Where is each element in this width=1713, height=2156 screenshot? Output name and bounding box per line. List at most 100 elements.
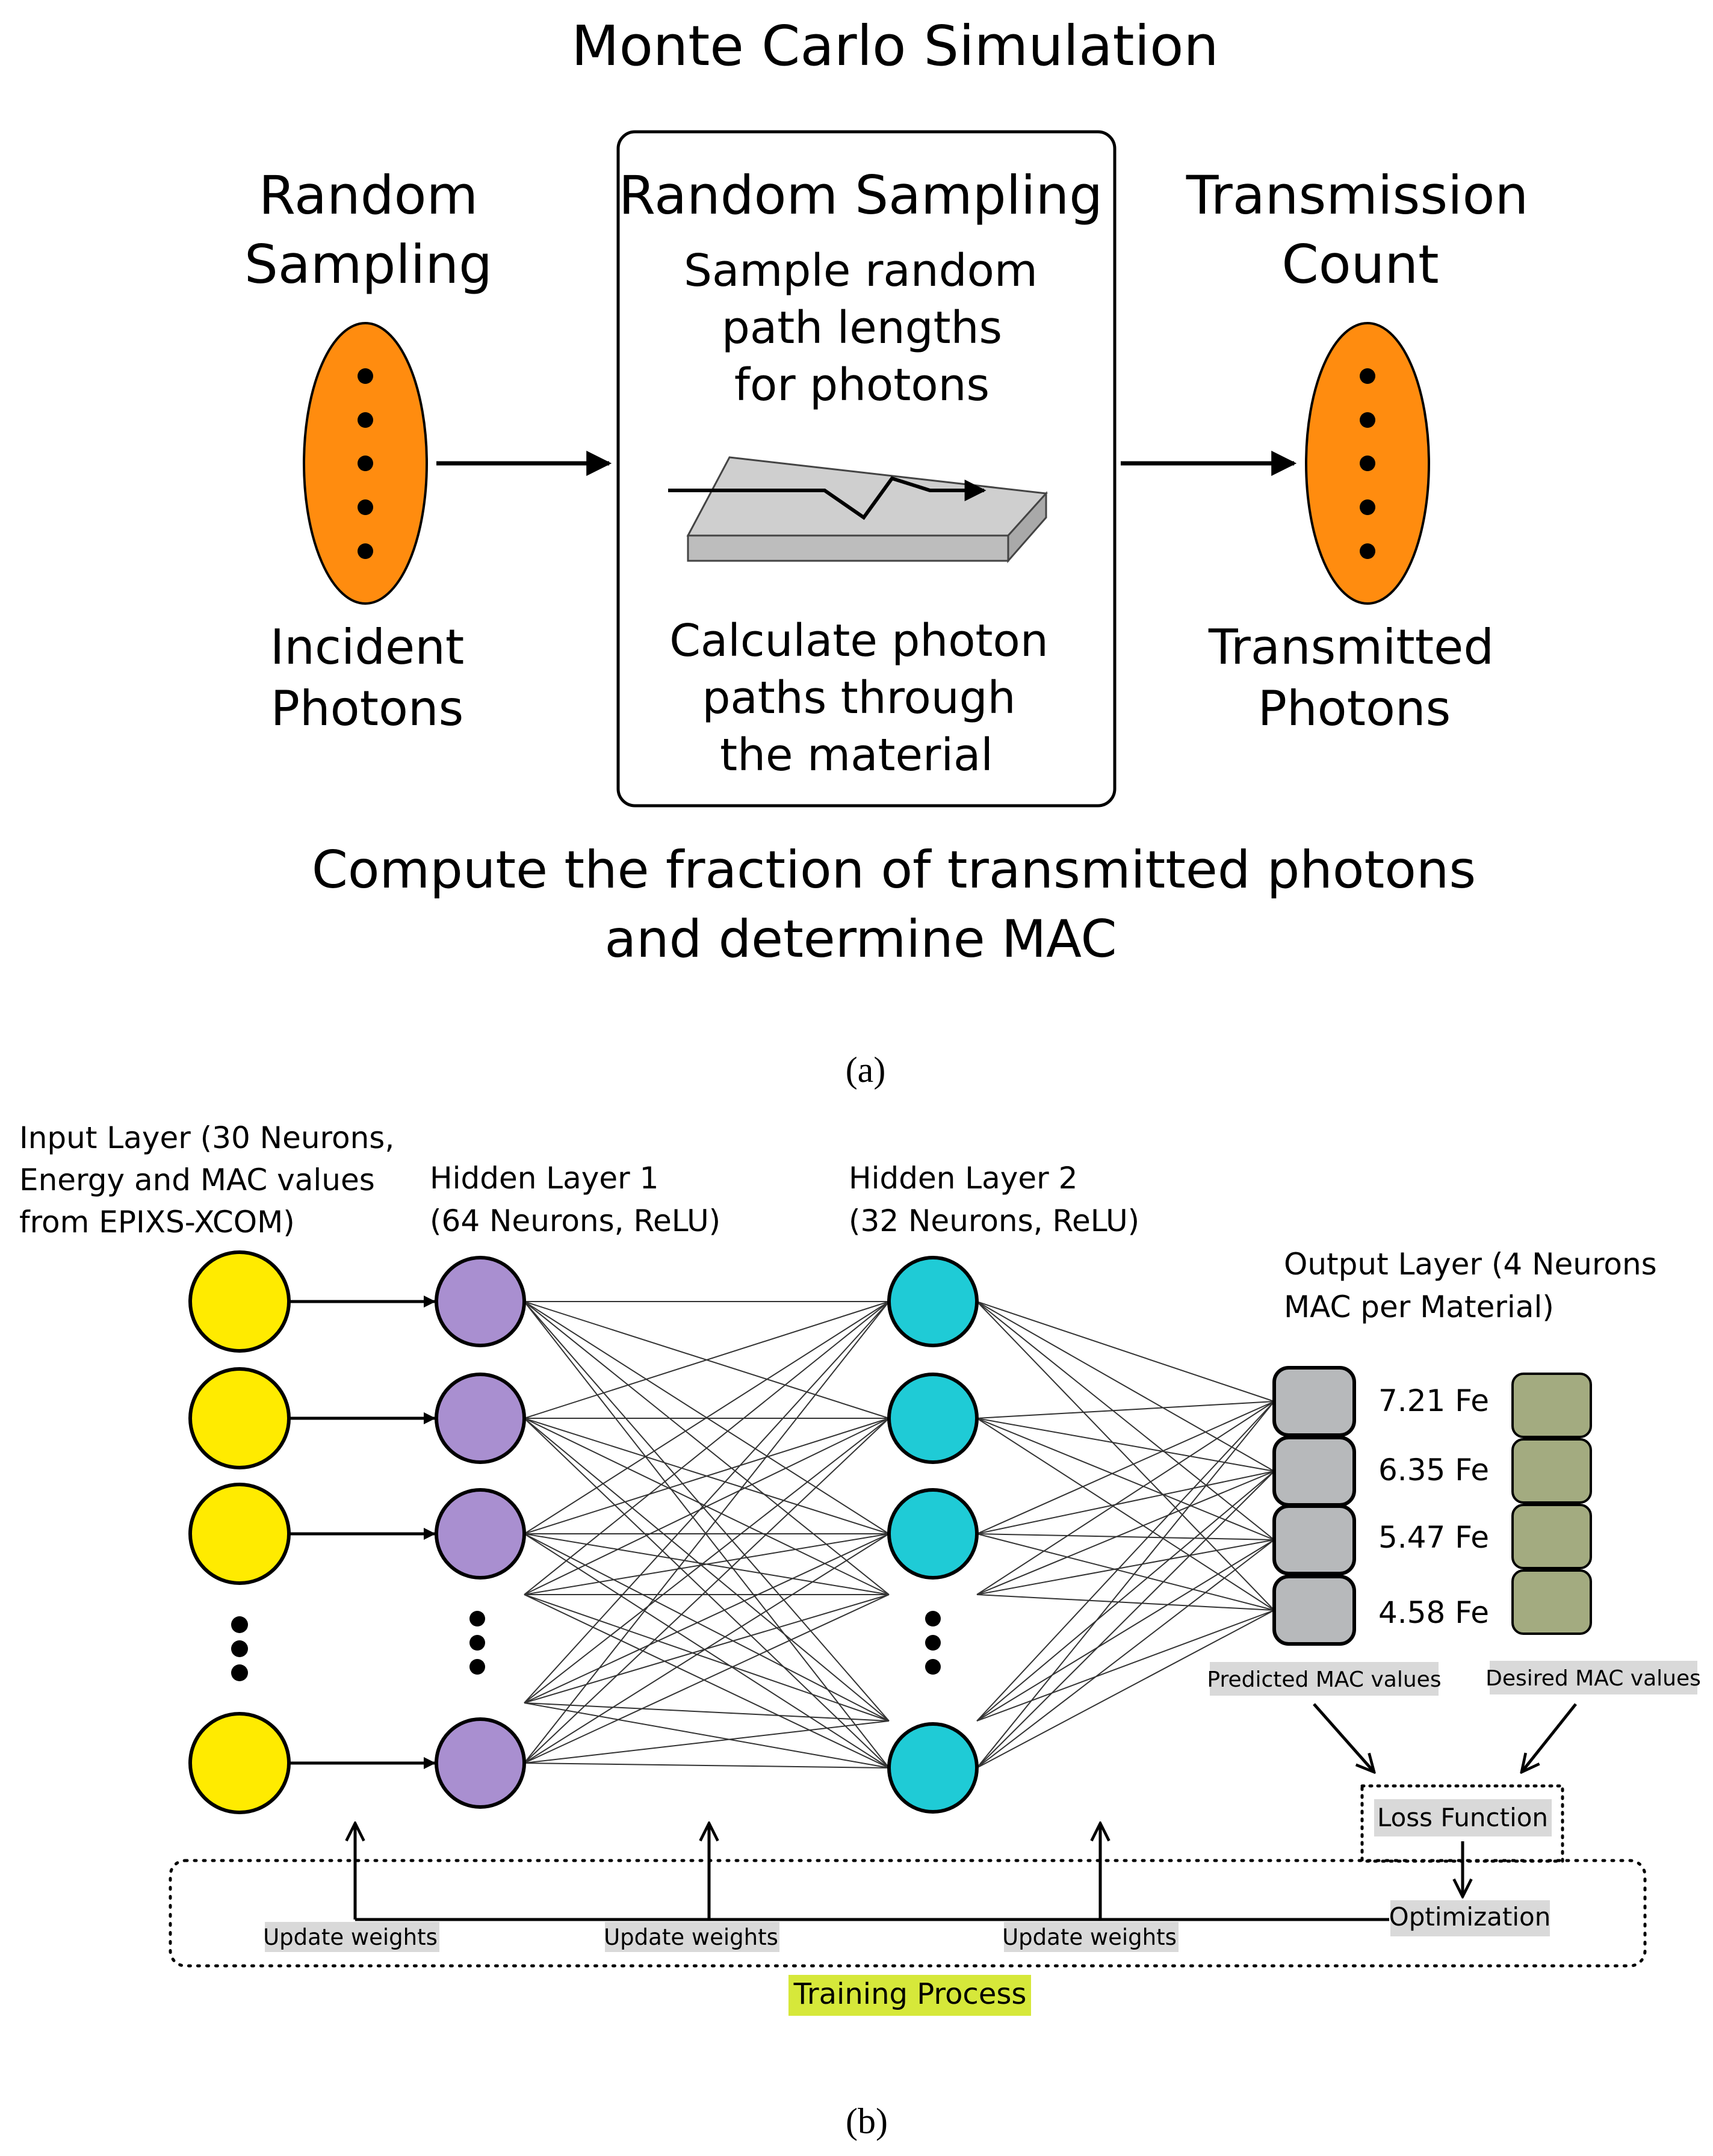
material-slab bbox=[668, 456, 1049, 563]
hidden-layer-2 bbox=[887, 1256, 979, 1814]
connection-line bbox=[524, 1594, 890, 1722]
hidden1-neuron bbox=[435, 1373, 526, 1464]
desired-to-loss-arrow bbox=[1522, 1703, 1577, 1772]
desired-highlight bbox=[1490, 1661, 1697, 1694]
desired-values bbox=[1511, 1373, 1592, 1635]
ellipsis-dot bbox=[231, 1640, 248, 1657]
connection-line bbox=[976, 1471, 1275, 1534]
hidden1-line1: Hidden Layer 1 bbox=[430, 1161, 658, 1196]
update-highlight bbox=[605, 1922, 779, 1952]
input-neuron bbox=[188, 1712, 291, 1814]
input-layer bbox=[188, 1250, 291, 1814]
photon-dot bbox=[1360, 412, 1375, 428]
center-heading: Random Sampling bbox=[619, 164, 1103, 226]
photon-dot bbox=[358, 543, 373, 559]
photon-dot bbox=[1360, 499, 1375, 515]
ellipsis-dot bbox=[925, 1635, 941, 1651]
update-highlight bbox=[265, 1922, 439, 1952]
ellipsis-dot bbox=[925, 1611, 941, 1626]
ellipsis-dot bbox=[469, 1611, 485, 1626]
input-layer-line2: Energy and MAC values bbox=[19, 1163, 375, 1197]
right-heading-line2: Count bbox=[1281, 233, 1439, 295]
hidden2-line2: (32 Neurons, ReLU) bbox=[849, 1203, 1139, 1238]
connection-line bbox=[976, 1401, 1275, 1768]
connection-line bbox=[976, 1418, 1275, 1540]
photon-path-arrow bbox=[668, 476, 987, 520]
connection-line bbox=[524, 1301, 890, 1722]
training-process-label: Training Process bbox=[793, 1977, 1027, 2011]
training-highlight bbox=[788, 1975, 1031, 2016]
left-caption-line2: Photons bbox=[271, 681, 464, 737]
photon-dot bbox=[358, 412, 373, 428]
left-heading-line1: Random bbox=[259, 164, 478, 226]
photon-dot bbox=[358, 368, 373, 384]
connection-line bbox=[976, 1533, 1275, 1611]
connection-line bbox=[524, 1702, 890, 1722]
loss-function-label: Loss Function bbox=[1377, 1803, 1548, 1832]
output-neuron bbox=[1272, 1504, 1356, 1575]
connection-line bbox=[976, 1301, 1275, 1611]
input-neuron bbox=[188, 1483, 291, 1585]
connection-line bbox=[976, 1471, 1275, 1595]
connection-line bbox=[976, 1301, 1275, 1472]
connection-line bbox=[976, 1594, 1275, 1611]
connection-line bbox=[524, 1594, 890, 1703]
update-weights-label: Update weights bbox=[263, 1924, 438, 1950]
connection-line bbox=[976, 1533, 1275, 1540]
ellipsis-dot bbox=[231, 1664, 248, 1681]
center-text-line1: Sample random bbox=[684, 245, 1038, 297]
footer-line2: and determine MAC bbox=[604, 909, 1117, 969]
predicted-to-loss-arrow bbox=[1313, 1703, 1374, 1772]
hidden2-neuron bbox=[887, 1488, 979, 1580]
update-weights-label: Update weights bbox=[1002, 1924, 1177, 1950]
connection-line bbox=[524, 1418, 890, 1703]
output-value: 5.47 Fe bbox=[1378, 1520, 1489, 1555]
update-weights-label: Update weights bbox=[604, 1924, 778, 1950]
connection-line bbox=[524, 1301, 890, 1419]
connection-line bbox=[524, 1702, 890, 1768]
hidden1-neuron bbox=[435, 1717, 526, 1809]
predicted-highlight bbox=[1210, 1662, 1439, 1696]
hidden1-line2: (64 Neurons, ReLU) bbox=[430, 1203, 720, 1238]
connection-line bbox=[524, 1418, 890, 1595]
right-caption-line2: Photons bbox=[1258, 681, 1451, 737]
panel-b-label: (b) bbox=[846, 2101, 888, 2141]
connection-line bbox=[976, 1401, 1275, 1595]
hidden-layer-1 bbox=[435, 1256, 526, 1809]
connection-line bbox=[524, 1418, 890, 1768]
connection-line bbox=[976, 1471, 1275, 1722]
connection-line bbox=[976, 1539, 1275, 1595]
optimization-label: Optimization bbox=[1389, 1902, 1551, 1932]
desired-cell bbox=[1511, 1373, 1592, 1438]
connection-line bbox=[524, 1594, 890, 1768]
input-neuron bbox=[188, 1250, 291, 1353]
hidden2-neuron bbox=[887, 1256, 979, 1347]
input-layer-line3: from EPIXS-XCOM) bbox=[19, 1205, 295, 1240]
connection-line bbox=[524, 1533, 890, 1595]
footer-line1: Compute the fraction of transmitted phot… bbox=[312, 840, 1476, 900]
input-neuron bbox=[188, 1367, 291, 1469]
training-process-box bbox=[169, 1859, 1647, 1968]
ellipsis-dot bbox=[469, 1659, 485, 1675]
transmitted-photons-ellipse bbox=[1305, 322, 1430, 605]
center-bottom-line2: paths through bbox=[702, 672, 1015, 724]
desired-cell bbox=[1511, 1438, 1592, 1504]
connection-line bbox=[524, 1762, 890, 1768]
connection-line bbox=[976, 1301, 1275, 1540]
panel-a: Monte Carlo Simulation Random Sampling I… bbox=[244, 14, 1528, 1090]
loss-highlight bbox=[1374, 1799, 1552, 1836]
network-connections bbox=[524, 1301, 1275, 1768]
panel-a-label: (a) bbox=[846, 1050, 886, 1090]
input-layer-line1: Input Layer (30 Neurons, bbox=[19, 1120, 394, 1155]
output-neuron bbox=[1272, 1366, 1356, 1437]
connection-line bbox=[976, 1539, 1275, 1722]
hidden1-neuron bbox=[435, 1256, 526, 1347]
left-caption-line1: Incident bbox=[270, 619, 465, 675]
right-caption-line1: Transmitted bbox=[1208, 619, 1494, 675]
connection-line bbox=[524, 1533, 890, 1703]
output-layer-line1: Output Layer (4 Neurons bbox=[1284, 1247, 1657, 1282]
photon-dot bbox=[358, 456, 373, 471]
photon-dot bbox=[1360, 368, 1375, 384]
connection-line bbox=[524, 1301, 890, 1534]
